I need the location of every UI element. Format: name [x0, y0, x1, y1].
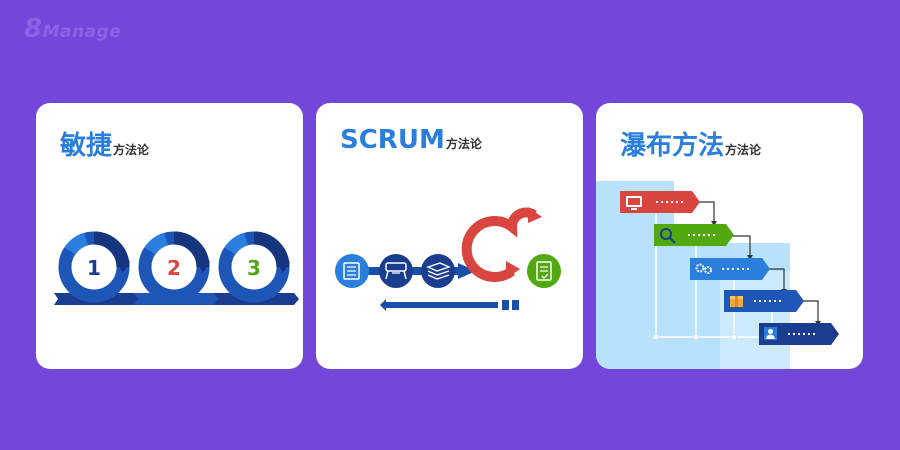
waterfall-card-title: 瀑布方法方法论 — [620, 125, 761, 162]
brand-logo: 8Manage — [24, 14, 121, 44]
waterfall-stage — [759, 323, 839, 345]
user-icon — [764, 327, 777, 340]
card-title-main: 敏捷 — [60, 131, 113, 161]
waterfall-card[interactable]: 瀑布方法方法论 — [596, 103, 863, 369]
scrum-card[interactable]: SCRUM方法论 — [316, 103, 583, 369]
gears-icon — [695, 263, 712, 274]
cycle-arrow-icon — [58, 231, 130, 303]
logo-number: 8 — [24, 14, 43, 44]
backlog-list-icon — [335, 254, 369, 288]
card-title-suffix: 方法论 — [725, 143, 762, 157]
agile-iteration-graphic: 1 2 3 — [54, 231, 299, 305]
waterfall-stage — [690, 258, 770, 280]
waterfall-stage-graphic — [596, 181, 839, 369]
sprint-planning-icon — [379, 254, 413, 288]
card-title-main: SCRUM — [340, 125, 445, 155]
logo-word: Manage — [42, 22, 122, 42]
step-number: 2 — [167, 256, 181, 280]
agile-card[interactable]: 敏捷方法论 1 2 3 — [36, 103, 303, 369]
monitor-icon — [626, 196, 642, 210]
card-title-suffix: 方法论 — [445, 137, 482, 151]
waterfall-stage — [654, 224, 734, 246]
card-title-main: 瀑布方法 — [620, 131, 725, 161]
waterfall-stage — [724, 290, 804, 312]
card-title-suffix: 方法论 — [113, 143, 150, 157]
scrum-process-graphic — [335, 207, 561, 311]
done-checklist-icon — [527, 254, 561, 288]
cycle-arrow-icon — [138, 231, 210, 303]
cycle-arrow-icon — [218, 231, 290, 303]
agile-card-title: 敏捷方法论 — [60, 125, 149, 162]
magnifier-icon — [660, 228, 676, 244]
waterfall-stage — [620, 191, 700, 213]
step-number: 1 — [87, 256, 101, 280]
sprint-loop-icon — [461, 207, 542, 282]
task-stack-icon — [421, 254, 455, 288]
package-icon — [730, 296, 743, 307]
step-number: 3 — [247, 256, 261, 280]
scrum-card-title: SCRUM方法论 — [340, 125, 482, 155]
